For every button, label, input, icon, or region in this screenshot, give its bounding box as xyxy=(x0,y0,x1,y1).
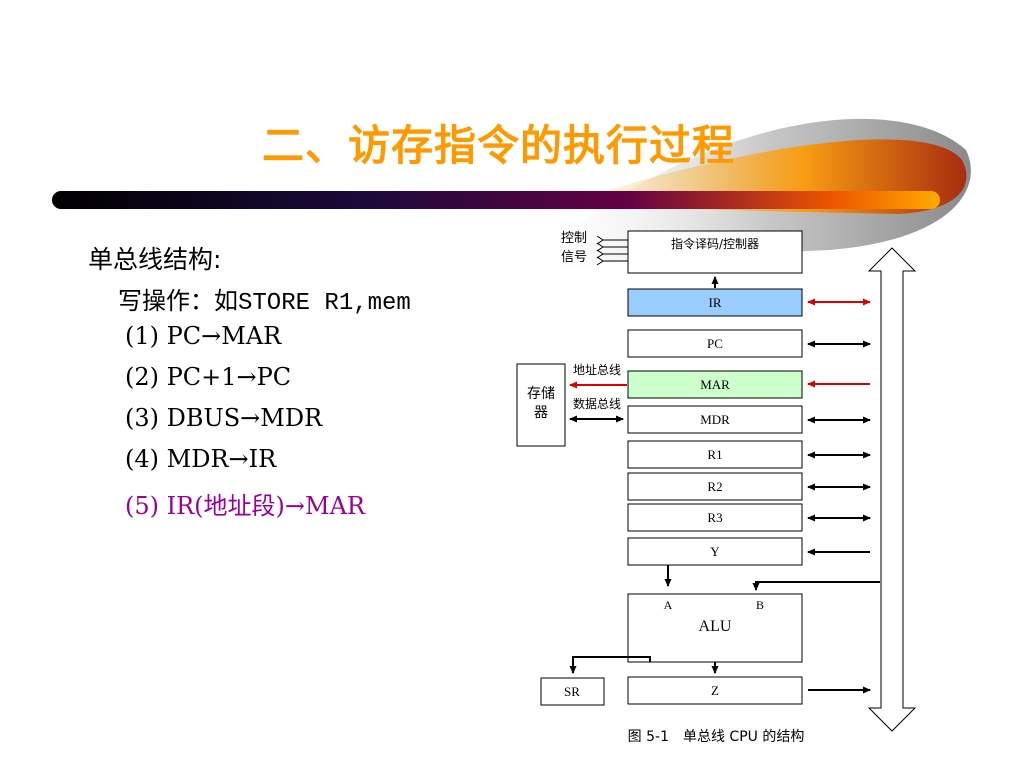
control-signal-label-1: 控制 xyxy=(561,231,587,246)
sr-label: SR xyxy=(564,684,580,699)
z-register xyxy=(627,676,803,705)
write-operation-line: 写操作：如STORE R1,mem xyxy=(118,281,411,317)
decoder-controller-label: 指令译码/控制器 xyxy=(671,236,759,251)
address-bus-label: 地址总线 xyxy=(573,363,621,377)
mdr-register xyxy=(627,405,803,434)
step-2: (2) PC+1→PC xyxy=(125,363,292,391)
z-label: Z xyxy=(711,683,719,698)
control-brace-icon xyxy=(596,235,604,266)
pc-register xyxy=(627,329,803,358)
memory-label-2: 器 xyxy=(534,405,548,421)
mar-register xyxy=(627,370,803,399)
page-title: 二、访存指令的执行过程 xyxy=(262,121,736,170)
step-3: (3) DBUS→MDR xyxy=(125,404,323,432)
r1-label: R1 xyxy=(707,447,722,462)
mar-label: MAR xyxy=(700,377,730,392)
alu-to-sr-arrow xyxy=(569,656,651,674)
r3-label: R3 xyxy=(707,510,722,525)
ir-register xyxy=(627,288,803,317)
control-signal-lines xyxy=(603,239,628,262)
structure-heading: 单总线结构: xyxy=(88,245,222,274)
mdr-label: MDR xyxy=(700,412,730,427)
decoder-controller-box xyxy=(627,230,803,274)
alu-input-b-label: B xyxy=(756,598,764,612)
pc-label: PC xyxy=(707,336,723,351)
y-register xyxy=(627,537,803,566)
r1-register xyxy=(627,440,803,469)
alu-label: ALU xyxy=(699,618,732,635)
write-operation-prefix: 写操作：如 xyxy=(118,287,238,315)
alu-input-a-label: A xyxy=(664,598,673,612)
internal-bus-arrow xyxy=(867,247,917,732)
sr-register xyxy=(540,677,605,706)
bus-to-alu-b-arrow xyxy=(752,581,880,591)
store-instruction-code: STORE R1,mem xyxy=(238,290,411,317)
step-5-highlight: (5) IR(地址段)→MAR xyxy=(125,492,365,520)
r3-register xyxy=(627,503,803,532)
r2-register xyxy=(627,472,803,501)
title-underline-bar xyxy=(52,191,940,209)
memory-box xyxy=(516,363,566,447)
data-bus-label: 数据总线 xyxy=(573,396,621,411)
figure-caption: 图 5-1 单总线 CPU 的结构 xyxy=(628,729,805,745)
memory-label-1: 存储 xyxy=(527,386,555,402)
step-4: (4) MDR→IR xyxy=(125,445,277,473)
step-1: (1) PC→MAR xyxy=(125,322,282,350)
ir-label: IR xyxy=(709,295,722,310)
control-signal-label-2: 信号 xyxy=(561,250,587,265)
y-label: Y xyxy=(710,544,720,559)
r2-label: R2 xyxy=(707,479,722,494)
